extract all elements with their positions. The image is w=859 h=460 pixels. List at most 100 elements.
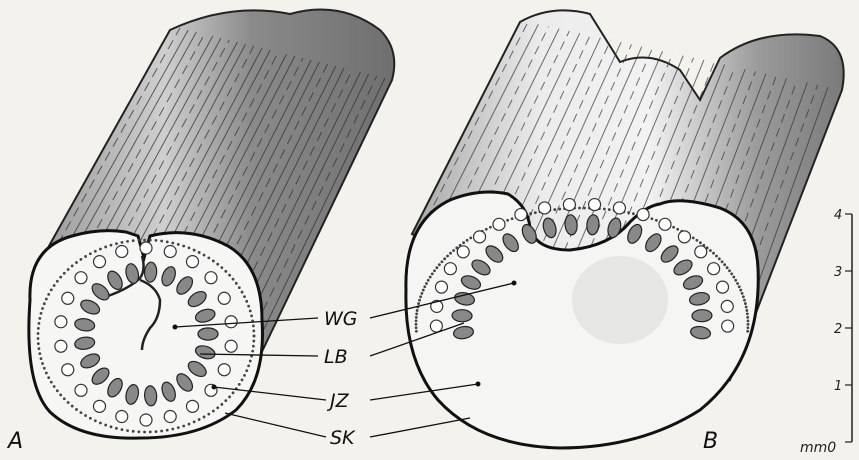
- epidermis-dot: [115, 427, 118, 430]
- outer-bundle: [695, 246, 707, 258]
- epidermis-dot: [188, 247, 191, 250]
- epidermis-dot: [746, 316, 749, 319]
- epidermis-dot: [632, 212, 635, 215]
- epidermis-dot: [695, 239, 698, 242]
- epidermis-dot: [245, 300, 248, 303]
- outer-bundle: [55, 316, 67, 328]
- label-jz: JZ: [326, 390, 350, 412]
- epidermis-dot: [47, 376, 50, 379]
- epidermis-dot: [746, 330, 749, 333]
- epidermis-dot: [67, 401, 70, 404]
- outer-bundle: [164, 411, 176, 423]
- outer-bundle: [474, 231, 486, 243]
- epidermis-dot: [485, 228, 488, 231]
- epidermis-dot: [38, 347, 41, 350]
- epidermis-dot: [182, 425, 185, 428]
- epidermis-dot: [121, 428, 124, 431]
- epidermis-dot: [427, 279, 430, 282]
- epidermis-dot: [50, 381, 53, 384]
- epidermis-dot: [247, 305, 250, 308]
- scale-bar: 4 3 2 1 mm0: [800, 208, 852, 456]
- epidermis-dot: [75, 408, 78, 411]
- outer-bundle: [62, 292, 74, 304]
- epidermis-dot: [446, 255, 449, 258]
- scale-tick-1: 1: [834, 379, 842, 394]
- epidermis-dot: [747, 319, 750, 322]
- epidermis-dot: [650, 217, 653, 220]
- epidermis-dot: [63, 397, 66, 400]
- epidermis-dot: [89, 252, 92, 255]
- epidermis-dot: [53, 385, 56, 388]
- epidermis-dot: [726, 266, 729, 269]
- epidermis-dot: [203, 254, 206, 257]
- outer-bundle: [186, 256, 198, 268]
- epidermis-dot: [250, 314, 253, 317]
- epidermis-dot: [38, 352, 41, 355]
- outer-bundle: [140, 414, 152, 426]
- epidermis-dot: [193, 421, 196, 424]
- epidermis-dot: [723, 263, 726, 266]
- outer-bundle: [205, 272, 217, 284]
- outer-bundle: [457, 246, 469, 258]
- epidermis-dot: [730, 272, 733, 275]
- epidermis-dot: [415, 330, 418, 333]
- epidermis-dot: [115, 242, 118, 245]
- epidermis-dot: [143, 239, 146, 242]
- epidermis-dot: [132, 430, 135, 433]
- epidermis-dot: [45, 372, 48, 375]
- epidermis-dot: [415, 319, 418, 322]
- epidermis-dot: [252, 330, 255, 333]
- epidermis-dot: [198, 418, 201, 421]
- epidermis-dot: [188, 423, 191, 426]
- epidermis-dot: [84, 255, 87, 258]
- epidermis-dot: [745, 306, 748, 309]
- outer-bundle: [116, 245, 128, 257]
- epidermis-dot: [425, 282, 428, 285]
- outer-bundle: [435, 281, 447, 293]
- epidermis-dot: [252, 324, 255, 327]
- epidermis-dot: [253, 335, 256, 338]
- epidermis-dot: [415, 316, 418, 319]
- epidermis-dot: [43, 367, 46, 370]
- epidermis-dot: [241, 291, 244, 294]
- epidermis-dot: [99, 422, 102, 425]
- epidermis-dot: [431, 272, 434, 275]
- epidermis-dot: [171, 428, 174, 431]
- epidermis-dot: [80, 258, 83, 261]
- epidermis-dot: [53, 284, 56, 287]
- epidermis-dot: [241, 379, 244, 382]
- epidermis-dot: [212, 260, 215, 263]
- epidermis-dot: [207, 413, 210, 416]
- epidermis-dot: [166, 429, 169, 432]
- outer-bundle: [563, 199, 575, 211]
- epidermis-dot: [422, 289, 425, 292]
- epidermis-dot: [238, 383, 241, 386]
- epidermis-dot: [721, 260, 724, 263]
- epidermis-dot: [741, 292, 744, 295]
- epidermis-dot: [608, 208, 611, 211]
- epidermis-dot: [238, 286, 241, 289]
- outer-bundle: [140, 242, 152, 254]
- epidermis-dot: [56, 389, 59, 392]
- epidermis-dot: [744, 302, 747, 305]
- epidermis-dot: [84, 414, 87, 417]
- epidermis-dot: [94, 250, 97, 253]
- outer-bundle: [62, 364, 74, 376]
- epidermis-dot: [715, 255, 718, 258]
- epidermis-dot: [166, 240, 169, 243]
- epidermis-dot: [207, 256, 210, 259]
- epidermis-dot: [511, 217, 514, 220]
- epidermis-dot: [89, 417, 92, 420]
- epidermis-dot: [40, 357, 43, 360]
- epidermis-dot: [149, 431, 152, 434]
- epidermis-dot: [743, 299, 746, 302]
- epidermis-dot: [40, 312, 43, 315]
- epidermis-dot: [37, 342, 40, 345]
- epidermis-dot: [709, 249, 712, 252]
- epidermis-dot: [155, 239, 158, 242]
- epidermis-dot: [224, 399, 227, 402]
- panel-label-a: A: [6, 429, 23, 454]
- epidermis-dot: [506, 219, 509, 222]
- outer-bundle: [55, 340, 67, 352]
- epidermis-dot: [553, 208, 556, 211]
